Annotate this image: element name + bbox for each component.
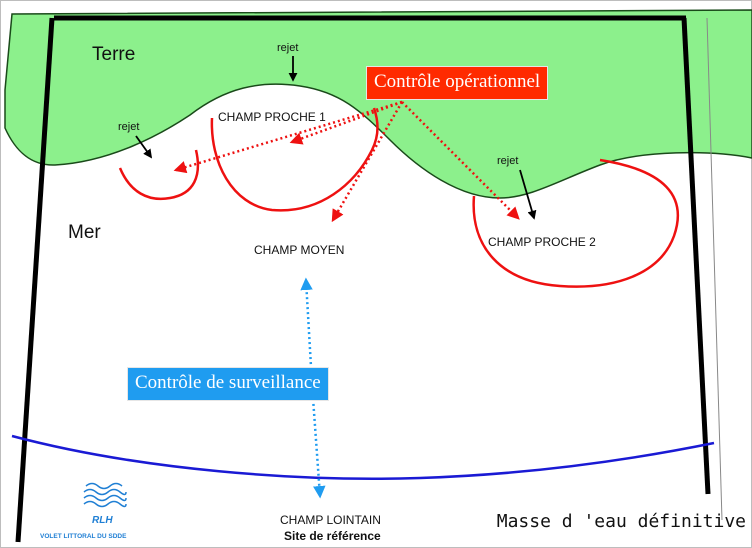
- plume-small: [118, 149, 200, 201]
- oper-arrow-near-field-2: [401, 101, 520, 220]
- logo-text: RLH: [92, 515, 113, 526]
- reference-site-label: Site de référence: [284, 529, 381, 543]
- rejet-label-right: rejet: [497, 155, 518, 167]
- rejet-arrow-right: [519, 169, 537, 220]
- far-field-label: CHAMP LOINTAIN: [280, 513, 381, 527]
- surveillance-control-box: Contrôle de surveillance: [127, 367, 329, 401]
- offshore-boundary: [11, 434, 715, 480]
- near-field-2-label: CHAMP PROCHE 2: [488, 235, 596, 249]
- near-field-1-label: CHAMP PROCHE 1: [218, 110, 326, 124]
- rejet-label-top: rejet: [277, 42, 298, 54]
- oper-arrow-small-plume: [173, 100, 403, 174]
- land-label: Terre: [92, 44, 135, 65]
- plume-near-field-2: [472, 158, 680, 288]
- rejet-label-left: rejet: [118, 121, 139, 133]
- sea-label: Mer: [68, 222, 101, 243]
- logo-caption: VOLET LITTORAL DU SDDE: [40, 533, 127, 540]
- frame-left: [15, 17, 55, 543]
- surv-arrow-middle-field: [300, 277, 314, 385]
- rlh-logo: RLH VOLET LITTORAL DU SDDE: [40, 482, 127, 540]
- land-area: [4, 9, 752, 199]
- frame-right: [681, 17, 711, 495]
- water-body-label: Masse d 'eau définitive: [496, 511, 746, 532]
- rejet-arrow-left: [135, 135, 153, 159]
- middle-field-label: CHAMP MOYEN: [254, 243, 344, 257]
- surv-arrow-far-field: [310, 383, 326, 499]
- thin-right-border: [706, 17, 723, 521]
- operational-control-box: Contrôle opérationnel: [366, 66, 549, 100]
- plume-near-field-1: [210, 107, 379, 212]
